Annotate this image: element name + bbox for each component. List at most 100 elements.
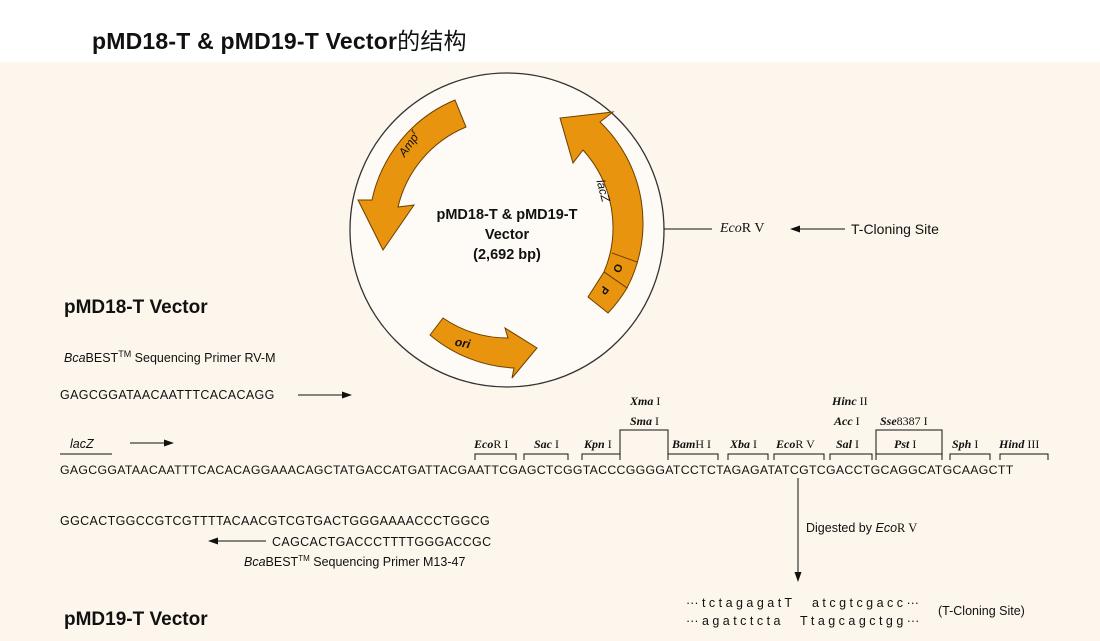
site-hincii-ital: Hinc: [832, 394, 857, 408]
tcloning-note: (T-Cloning Site): [938, 604, 1025, 618]
primer-m13-tm: TM: [298, 554, 310, 563]
site-hindiii-rest: III: [1024, 437, 1040, 451]
site-psti-ital: Pst: [894, 437, 910, 451]
site-ecori: EcoR I: [474, 437, 508, 452]
primer-m13-ital: Bca: [244, 555, 266, 570]
ecorv-map-rest: R V: [741, 221, 765, 236]
site-xmai-ital: Xma: [630, 394, 654, 408]
bracket-xma-sma: [619, 429, 669, 454]
site-xmai: Xma I: [630, 394, 660, 409]
bracket-kpni: [581, 453, 621, 460]
plasmid-name-line2: Vector: [484, 227, 530, 243]
digest-label: Digested by EcoR V: [806, 521, 917, 536]
site-smai-rest: I: [652, 414, 660, 428]
digest-bot-right: T t a g c a g c t g g ···: [800, 614, 920, 628]
site-sphi-rest: I: [971, 437, 979, 451]
tcloning-arrowhead: [790, 225, 800, 233]
site-sali-ital: Sal: [836, 437, 853, 451]
digest-top-left: ··· t c t a g a g a t T: [686, 596, 793, 610]
primer-m13-rest: Sequencing Primer M13-47: [309, 555, 466, 570]
bracket-bamhi: [667, 453, 719, 460]
digest-prefix: Digested by: [806, 521, 876, 535]
ecorv-map-ital: Eco: [720, 221, 742, 236]
primer-rv-label: BcaBESTTM Sequencing Primer RV-M: [64, 349, 275, 365]
title-bold: pMD18-T & pMD19-T Vector: [92, 28, 398, 54]
amp-arrow: [357, 99, 467, 251]
page-title: pMD18-T & pMD19-T Vector的结构: [92, 22, 467, 56]
bracket-ecori: [474, 453, 517, 460]
site-acci-ital: Acc: [834, 414, 853, 428]
p-box: [587, 271, 628, 314]
site-hincii: Hinc II: [832, 394, 868, 409]
m13-sequence: CAGCACTGACCCTTTTGGGACCGC: [272, 535, 492, 549]
site-saci-ital: Sac: [534, 437, 552, 451]
bracket-ecorv: [773, 453, 825, 460]
primer-rv-best: BEST: [85, 351, 119, 366]
site-xbai-rest: I: [750, 437, 758, 451]
primer-rv-rest: Sequencing Primer RV-M: [131, 351, 276, 366]
ori-arrow: [429, 317, 538, 379]
m13-arrowhead: [208, 537, 218, 545]
rv-arrowhead: [342, 391, 352, 399]
site-sphi-ital: Sph: [952, 437, 972, 451]
bracket-saci: [523, 453, 569, 460]
bracket-hindiii: [999, 453, 1049, 460]
title-bar: [0, 0, 1100, 62]
site-bamhi-ital: Bam: [672, 437, 696, 451]
site-kpni-rest: I: [604, 437, 612, 451]
site-kpni-ital: Kpn: [584, 437, 605, 451]
ori-label: ori: [453, 334, 472, 352]
bracket-sali: [829, 453, 873, 460]
primer-m13-best: BEST: [265, 555, 299, 570]
plasmid-size: (2,692 bp): [473, 247, 541, 263]
site-acci-rest: I: [852, 414, 860, 428]
main-sequence: GAGCGGATAACAATTTCACACAGGAAACAGCTATGACCAT…: [60, 463, 1014, 477]
site-psti-rest: I: [909, 437, 917, 451]
site-sali: Sal I: [836, 437, 859, 452]
site-smai-ital: Sma: [630, 414, 653, 428]
plasmid-name-line1: pMD18-T & pMD19-T: [436, 207, 578, 223]
site-saci: Sac I: [534, 437, 559, 452]
comp-sequence: GGCACTGGCCGTCGTTTTACAACGTCGTGACTGGGAAAAC…: [60, 514, 491, 528]
site-saci-rest: I: [552, 437, 559, 451]
site-kpni: Kpn I: [584, 437, 612, 452]
site-hindiii: Hind III: [999, 437, 1039, 452]
site-smai: Sma I: [630, 414, 659, 429]
site-psti: Pst I: [894, 437, 916, 452]
pmd18-heading: pMD18-T Vector: [64, 297, 208, 318]
ecorv-map-label: EcoR V: [720, 221, 764, 237]
site-bamhi: BamH I: [672, 437, 711, 452]
site-hindiii-ital: Hind: [999, 437, 1025, 451]
digest-arrowhead: [794, 572, 802, 582]
site-ecorv-ital: Eco: [776, 437, 796, 451]
site-ecori-ital: Eco: [474, 437, 494, 451]
site-xmai-rest: I: [653, 394, 661, 408]
site-sali-rest: I: [852, 437, 860, 451]
pmd19-heading: pMD19-T Vector: [64, 609, 208, 630]
title-suffix: 的结构: [397, 28, 467, 54]
plasmid-name: pMD18-T & pMD19-T Vector (2,692 bp): [407, 205, 607, 265]
primer-m13-label: BcaBESTTM Sequencing Primer M13-47: [244, 554, 465, 569]
restriction-brackets: [474, 429, 1049, 460]
tcloning-map-label: T-Cloning Site: [851, 221, 939, 237]
bracket-psti: [875, 453, 943, 460]
site-ecorv: EcoR V: [776, 437, 815, 452]
site-sphi: Sph I: [952, 437, 978, 452]
site-xbai: Xba I: [730, 437, 757, 452]
rv-sequence: GAGCGGATAACAATTTCACACAGG: [60, 388, 275, 402]
site-ecorv-rest: R V: [795, 437, 815, 451]
lacz-seq-label: lacZ: [70, 437, 94, 451]
digest-bot-left: ··· a g a t c t c t a: [686, 614, 781, 628]
digest-ital: Eco: [875, 521, 898, 535]
lacz-direction-arrowhead: [164, 439, 174, 447]
site-ecori-rest: R I: [493, 437, 509, 451]
lacz-o-divider: [611, 252, 638, 263]
bracket-sse: [875, 429, 943, 454]
site-xbai-ital: Xba: [730, 437, 751, 451]
site-sse-rest: 8387 I: [896, 414, 928, 428]
site-acci: Acc I: [834, 414, 860, 429]
digest-top-right: a t c g t c g a c c ···: [812, 596, 919, 610]
bracket-xbai: [727, 453, 769, 460]
site-bamhi-rest: H I: [695, 437, 712, 451]
